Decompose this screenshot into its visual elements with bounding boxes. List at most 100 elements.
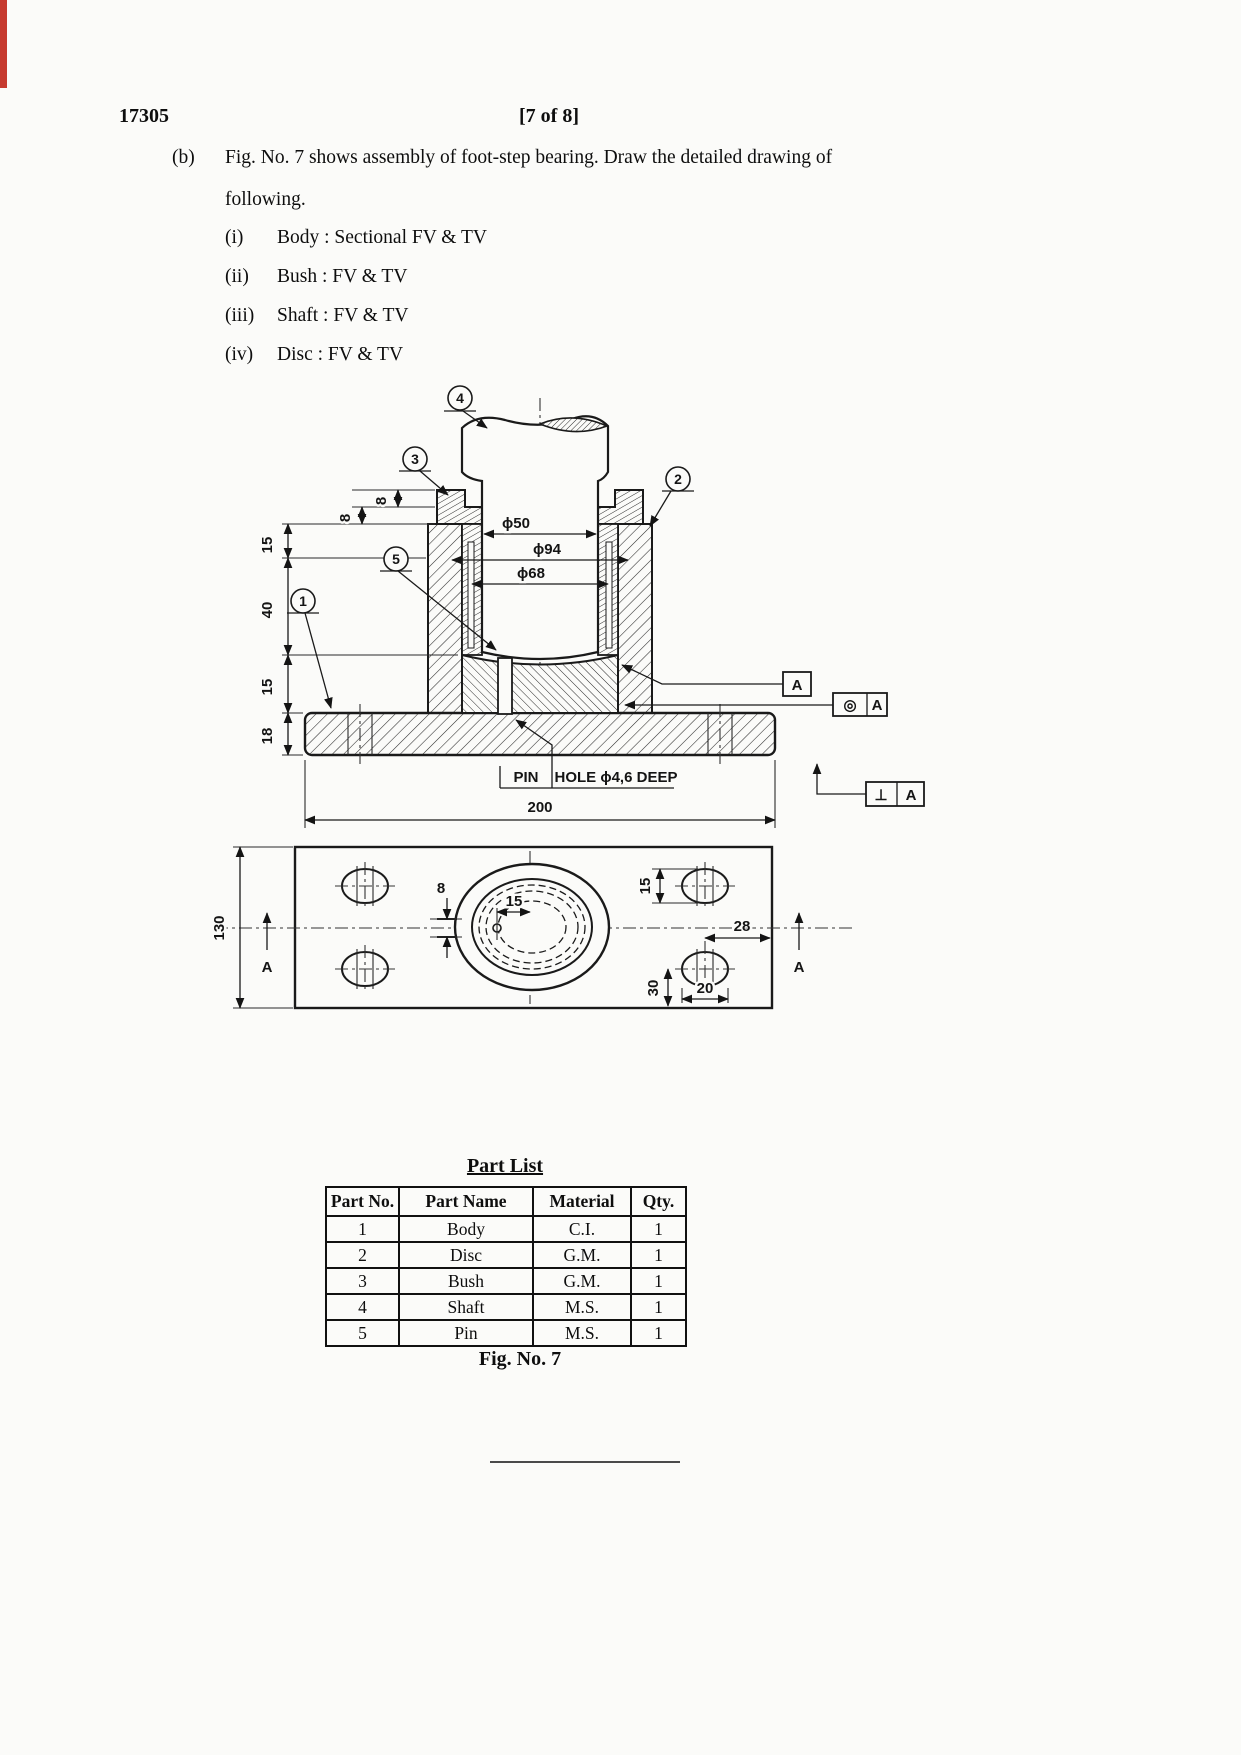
col-qty: Qty. bbox=[630, 1186, 687, 1217]
body-section bbox=[303, 523, 777, 764]
concentricity-icon: ◎ bbox=[843, 697, 856, 714]
cell: Bush bbox=[398, 1267, 534, 1295]
dim-200: 200 bbox=[527, 799, 552, 816]
pin-note-part1: PIN bbox=[513, 769, 538, 786]
perpendicularity-datum: A bbox=[906, 787, 917, 804]
section-label-left: A bbox=[262, 959, 273, 976]
col-material: Material bbox=[532, 1186, 632, 1217]
slot-height-dim: 15 bbox=[635, 868, 698, 904]
keyway: 8 bbox=[430, 878, 462, 958]
dim-18: 18 bbox=[259, 728, 276, 745]
svg-text:2: 2 bbox=[674, 471, 682, 487]
cell: 1 bbox=[630, 1267, 687, 1295]
dim-28: 28 bbox=[734, 918, 751, 935]
item-4-num: (iv) bbox=[225, 344, 254, 365]
dim-130-group: 130 bbox=[209, 846, 293, 1009]
pin-note-part2: HOLE ϕ4,6 DEEP bbox=[555, 769, 678, 786]
front-dim-chain: 15 40 15 18 bbox=[257, 523, 458, 756]
page-indicator: [7 of 8] bbox=[519, 105, 579, 127]
cell: 4 bbox=[325, 1293, 400, 1321]
balloon-4: 4 bbox=[444, 385, 488, 429]
paper-code: 17305 bbox=[119, 105, 169, 127]
item-3-num: (iii) bbox=[225, 305, 255, 326]
question-item-4: (iv) Disc : FV & TV bbox=[225, 344, 403, 366]
cell: Pin bbox=[398, 1319, 534, 1347]
dim-8-bottom: 8 bbox=[337, 514, 354, 522]
bolt-holes bbox=[335, 862, 735, 995]
svg-text:5: 5 bbox=[392, 551, 400, 567]
scan-edge-artifact bbox=[0, 0, 7, 88]
cell: M.S. bbox=[532, 1319, 632, 1347]
dim-pin-15: 15 bbox=[506, 893, 523, 910]
item-1-text: Body : Sectional FV & TV bbox=[277, 227, 487, 248]
perpendicularity-frame: ⊥ A bbox=[812, 763, 925, 807]
cell: 1 bbox=[630, 1293, 687, 1321]
cell: Disc bbox=[398, 1241, 534, 1269]
cell: Shaft bbox=[398, 1293, 534, 1321]
part-list-title: Part List bbox=[466, 1155, 544, 1177]
question-item-2: (ii)Bush : FV & TV bbox=[225, 266, 407, 288]
cell: C.I. bbox=[532, 1215, 632, 1243]
dim-dia94: ϕ94 bbox=[533, 541, 562, 558]
question-line2: following. bbox=[225, 189, 306, 210]
section-label-right: A bbox=[794, 959, 805, 976]
cell: G.M. bbox=[532, 1267, 632, 1295]
pin-offset-dim: 15 bbox=[496, 891, 531, 922]
balloon-3: 3 bbox=[399, 446, 449, 496]
figure-caption: Fig. No. 7 bbox=[478, 1348, 562, 1370]
flange-dims: 8 8 bbox=[335, 489, 435, 525]
hole-top-left bbox=[335, 862, 395, 910]
dim-15-lower: 15 bbox=[259, 679, 276, 696]
dim-30: 30 bbox=[645, 980, 662, 997]
dim-dia68: ϕ68 bbox=[517, 565, 545, 582]
hole-bottom-left bbox=[335, 945, 395, 993]
item-4-text: Disc : FV & TV bbox=[277, 344, 404, 365]
cell: Body bbox=[398, 1215, 534, 1243]
svg-text:1: 1 bbox=[299, 593, 307, 609]
section-marks: A A bbox=[259, 912, 807, 979]
cell: M.S. bbox=[532, 1293, 632, 1321]
cell: 2 bbox=[325, 1241, 400, 1269]
datum-a-label: A bbox=[792, 677, 803, 694]
perpendicularity-icon: ⊥ bbox=[874, 787, 887, 804]
front-view: 15 40 15 18 8 8 ϕ50 ϕ94 bbox=[257, 385, 925, 828]
cell: 5 bbox=[325, 1319, 400, 1347]
top-view: 8 15 bbox=[209, 845, 852, 1010]
balloon-5: 5 bbox=[380, 546, 497, 651]
cell: 1 bbox=[325, 1215, 400, 1243]
cell: 1 bbox=[630, 1241, 687, 1269]
svg-text:3: 3 bbox=[411, 451, 419, 467]
balloon-1: 1 bbox=[287, 588, 333, 709]
dim-15-upper: 15 bbox=[259, 537, 276, 554]
concentricity-frame: ◎ A bbox=[624, 692, 888, 717]
end-divider bbox=[490, 1461, 680, 1463]
dim-keyway-8: 8 bbox=[437, 880, 445, 897]
dim-40: 40 bbox=[259, 602, 276, 619]
dim-8-top: 8 bbox=[373, 497, 390, 505]
diameter-dims: ϕ50 ϕ94 ϕ68 bbox=[451, 513, 629, 589]
part-list-header-row: Part No. Part Name Material Qty. bbox=[325, 1186, 687, 1217]
item-1-num: (i) bbox=[225, 227, 244, 248]
bottom-right-dims: 28 30 20 bbox=[643, 916, 771, 1007]
col-part-name: Part Name bbox=[398, 1186, 534, 1217]
dim-20: 20 bbox=[697, 980, 714, 997]
disc-section bbox=[461, 653, 619, 714]
question-item-1: (i) Body : Sectional FV & TV bbox=[225, 227, 487, 249]
cell: 1 bbox=[630, 1319, 687, 1347]
hole-top-right bbox=[675, 862, 735, 910]
item-2-text: Bush : FV & TV bbox=[277, 266, 408, 287]
dim-dia50: ϕ50 bbox=[502, 515, 530, 532]
concentricity-datum: A bbox=[872, 697, 883, 714]
overall-dim: 200 bbox=[304, 760, 776, 828]
question-line1: Fig. No. 7 shows assembly of foot-step b… bbox=[225, 147, 833, 168]
dim-slot-15: 15 bbox=[637, 878, 654, 895]
shaft-outline bbox=[460, 415, 610, 661]
question-item-3: (iii)Shaft : FV & TV bbox=[225, 305, 408, 327]
